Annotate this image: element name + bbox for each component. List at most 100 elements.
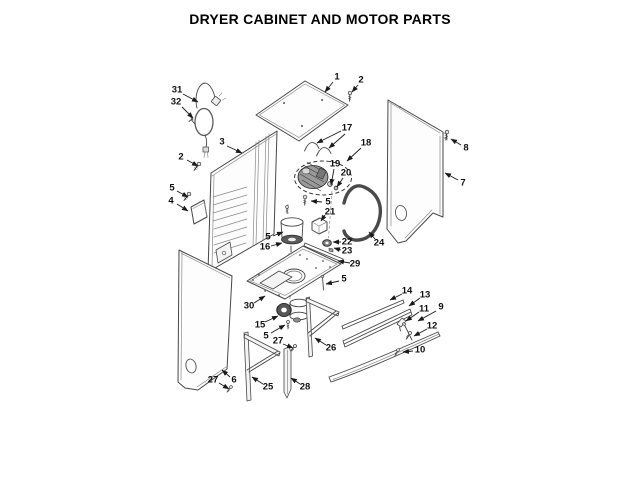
callout-arrow-17 — [316, 130, 342, 144]
right-side-panel — [347, 90, 450, 244]
callout-label-3: 3 — [219, 137, 224, 148]
callout-arrow-5 — [270, 324, 286, 334]
callout-arrow-1 — [324, 81, 334, 93]
callout-label-13: 13 — [420, 290, 431, 301]
rear-left-panel — [207, 130, 278, 273]
callout-arrow-28 — [290, 377, 301, 385]
base-cutout — [259, 270, 293, 290]
callout-label-5: 5 — [263, 331, 269, 342]
callout-arrow-18 — [346, 147, 362, 162]
callout-arrow-5 — [310, 199, 323, 205]
callout-arrow-6 — [221, 369, 231, 378]
front-left-panel — [177, 249, 233, 391]
callout-label-32: 32 — [171, 97, 182, 108]
callout-label-28: 28 — [300, 382, 311, 393]
rail-14 — [341, 299, 405, 330]
callout-label-29: 29 — [350, 259, 361, 270]
blower-assembly-15 — [276, 298, 309, 330]
callout-label-5: 5 — [341, 274, 347, 285]
callout-arrow-3 — [226, 145, 243, 154]
callout-arrow-8 — [450, 138, 462, 146]
callout-arrow-11 — [405, 311, 420, 322]
corner-brace-26 — [288, 296, 340, 358]
callout-label-5: 5 — [325, 197, 331, 208]
callout-label-5: 5 — [265, 232, 271, 243]
callout-arrow-5 — [176, 190, 189, 198]
callout-label-8: 8 — [463, 143, 468, 154]
callout-label-2: 2 — [358, 75, 363, 86]
callout-arrow-15 — [264, 315, 279, 323]
page-title: DRYER CABINET AND MOTOR PARTS — [189, 11, 451, 27]
base-holes — [252, 254, 331, 297]
callout-arrow-20 — [336, 177, 344, 188]
access-plate-4 — [190, 199, 208, 225]
power-plug-icon — [211, 92, 227, 106]
callout-label-7: 7 — [460, 178, 465, 189]
callout-label-2: 2 — [178, 152, 183, 163]
callout-arrow-4 — [176, 203, 189, 212]
callout-label-25: 25 — [263, 382, 274, 393]
base-panel — [246, 242, 344, 300]
base-rail-29 — [303, 242, 344, 263]
screw-2-right — [347, 90, 353, 103]
corner-brace-25 — [243, 331, 281, 402]
callout-arrow-14 — [389, 293, 403, 301]
callout-label-12: 12 — [427, 321, 438, 332]
callout-arrow-5 — [272, 231, 284, 237]
callout-arrow-16 — [270, 242, 283, 247]
callout-label-27: 27 — [208, 375, 219, 386]
callout-label-15: 15 — [255, 320, 266, 331]
rail-13 — [342, 308, 413, 348]
callout-arrow-31 — [182, 93, 199, 103]
callout-label-11: 11 — [419, 304, 430, 315]
callout-label-16: 16 — [260, 242, 271, 253]
screw-27-left — [225, 384, 234, 394]
callout-label-10: 10 — [415, 345, 426, 356]
callout-label-21: 21 — [325, 207, 336, 218]
callout-arrow-32 — [181, 106, 194, 119]
callout-label-5: 5 — [169, 183, 175, 194]
cord-terminal — [202, 146, 209, 158]
front-support-rail — [328, 331, 441, 383]
callout-label-22: 22 — [342, 237, 353, 248]
callout-arrow-27 — [218, 382, 230, 390]
idler-pulley — [322, 239, 334, 253]
callout-arrow-9 — [417, 310, 437, 322]
callout-arrow-24 — [368, 231, 376, 240]
callout-arrow-17 — [328, 133, 346, 149]
screw-5-center — [302, 194, 308, 207]
callout-label-18: 18 — [361, 138, 372, 149]
callout-arrow-23 — [333, 247, 342, 253]
callout-arrow-25 — [251, 376, 264, 385]
motor-clips — [304, 142, 332, 157]
callout-label-14: 14 — [402, 286, 413, 297]
callout-arrow-12 — [413, 328, 428, 337]
panel-cutout — [215, 241, 233, 264]
drive-belt — [342, 184, 383, 242]
screw-5-below — [286, 320, 290, 330]
callout-label-20: 20 — [341, 168, 352, 179]
callout-label-27: 27 — [273, 336, 284, 347]
callout-label-23: 23 — [342, 246, 353, 257]
callout-arrow-13 — [408, 297, 421, 307]
screw-8 — [443, 129, 450, 142]
callout-label-1: 1 — [334, 72, 340, 83]
idler-bracket — [311, 217, 328, 235]
callout-arrow-21 — [320, 214, 327, 222]
callout-arrow-30 — [253, 295, 266, 304]
callout-label-30: 30 — [244, 301, 255, 312]
screw-2-left — [191, 161, 202, 173]
pin-5-right — [320, 275, 325, 291]
callout-label-19: 19 — [330, 159, 341, 170]
top-panel — [255, 80, 349, 142]
callout-arrow-2 — [351, 84, 359, 93]
pulley-spacer-23 — [328, 247, 334, 253]
callout-arrow-2 — [186, 159, 199, 167]
blower-wheel-16 — [280, 204, 304, 301]
callout-label-6: 6 — [231, 375, 236, 386]
callout-arrow-5 — [325, 280, 340, 286]
callout-arrow-27 — [282, 343, 294, 349]
callout-label-4: 4 — [168, 196, 174, 207]
